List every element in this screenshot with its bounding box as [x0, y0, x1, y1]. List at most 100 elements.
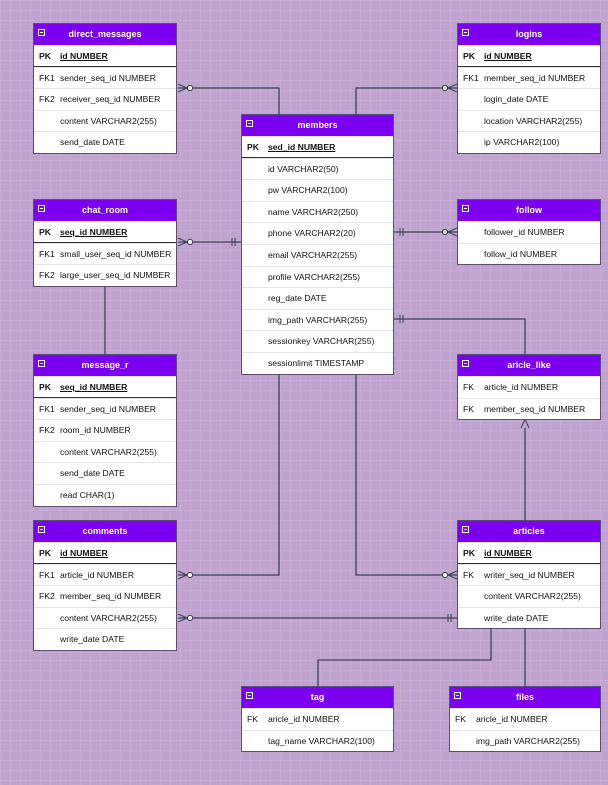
entity-row[interactable]: content VARCHAR2(255)	[34, 109, 176, 132]
entity-row[interactable]: img_path VARCHAR2(255)	[450, 729, 600, 752]
entity-row[interactable]: content VARCHAR2(255)	[458, 585, 600, 607]
key-label	[34, 608, 60, 629]
collapse-icon[interactable]	[462, 526, 469, 533]
entity-row[interactable]: sessionkey VARCHAR(255)	[242, 330, 393, 352]
entity-header[interactable]: direct_messages	[34, 24, 176, 45]
collapse-icon[interactable]	[462, 205, 469, 212]
entity-row[interactable]: follower_id NUMBER	[458, 221, 600, 243]
entity-row[interactable]: login_date DATE	[458, 88, 600, 110]
entity-row[interactable]: pw VARCHAR2(100)	[242, 179, 393, 201]
entity-row[interactable]: reg_date DATE	[242, 287, 393, 309]
entity-row[interactable]: write_date DATE	[34, 628, 176, 650]
entity-row[interactable]: write_date DATE	[458, 606, 600, 629]
entity-row[interactable]: phone VARCHAR2(20)	[242, 222, 393, 244]
entity-row[interactable]: read CHAR(1)	[34, 483, 176, 506]
entity-header[interactable]: logins	[458, 24, 600, 45]
entity-row[interactable]: content VARCHAR2(255)	[34, 440, 176, 463]
field-label: sessionlimit TIMESTAMP	[268, 357, 365, 368]
collapse-icon[interactable]	[462, 29, 469, 36]
collapse-icon[interactable]	[38, 205, 45, 212]
collapse-icon[interactable]	[38, 29, 45, 36]
optional-circle	[186, 571, 194, 579]
entity-header[interactable]: aricle_like	[458, 355, 600, 376]
key-label	[458, 222, 484, 243]
entity-header[interactable]: chat_room	[34, 200, 176, 221]
entity-row[interactable]: email VARCHAR2(255)	[242, 243, 393, 266]
entity-header[interactable]: articles	[458, 521, 600, 542]
entity-row[interactable]: send_date DATE	[34, 131, 176, 153]
field-label: seq_id NUMBER	[60, 382, 128, 392]
key-label	[242, 267, 268, 288]
entity-header[interactable]: follow	[458, 200, 600, 221]
field-label: sender_seq_id NUMBER	[60, 403, 157, 414]
entity-row[interactable]: content VARCHAR2(255)	[34, 606, 176, 629]
collapse-icon[interactable]	[462, 360, 469, 367]
field-label: write_date DATE	[60, 634, 125, 645]
collapse-icon[interactable]	[38, 526, 45, 533]
entity-row[interactable]: profile VARCHAR2(255)	[242, 265, 393, 288]
key-label: FK2	[39, 270, 55, 281]
field-label: tag_name VARCHAR2(100)	[268, 735, 375, 746]
entity-row[interactable]: tag_name VARCHAR2(100)	[242, 729, 393, 752]
entity-row[interactable]: location VARCHAR2(255)	[458, 109, 600, 132]
key-label: PK	[463, 548, 475, 558]
field-label: sed_id NUMBER	[268, 142, 336, 152]
crowfoot-marker	[177, 87, 188, 93]
entity-header[interactable]: tag	[242, 687, 393, 708]
key-label: FK2	[39, 425, 55, 436]
collapse-icon[interactable]	[246, 120, 253, 127]
entity-row[interactable]: id VARCHAR2(50)	[242, 157, 393, 180]
collapse-icon[interactable]	[454, 692, 461, 699]
entity-header[interactable]: comments	[34, 521, 176, 542]
entity-header[interactable]: message_r	[34, 355, 176, 376]
key-label	[34, 629, 60, 650]
entity-row[interactable]: name VARCHAR2(250)	[242, 200, 393, 223]
collapse-icon[interactable]	[38, 360, 45, 367]
entity-title: chat_room	[81, 205, 128, 215]
key-label	[34, 485, 60, 506]
entity-row[interactable]: follow_id NUMBER	[458, 242, 600, 265]
key-label: PK	[39, 548, 51, 558]
entity-row[interactable]: send_date DATE	[34, 462, 176, 484]
collapse-icon[interactable]	[246, 692, 253, 699]
entity-header[interactable]: files	[450, 687, 600, 708]
key-label	[450, 731, 476, 752]
entity-row[interactable]: sessionlimit TIMESTAMP	[242, 351, 393, 374]
entity-header[interactable]: members	[242, 115, 393, 136]
entity-row[interactable]: ip VARCHAR2(100)	[458, 131, 600, 153]
entity-row[interactable]: img_path VARCHAR(255)	[242, 308, 393, 331]
field-label: sender_seq_id NUMBER	[60, 72, 157, 83]
